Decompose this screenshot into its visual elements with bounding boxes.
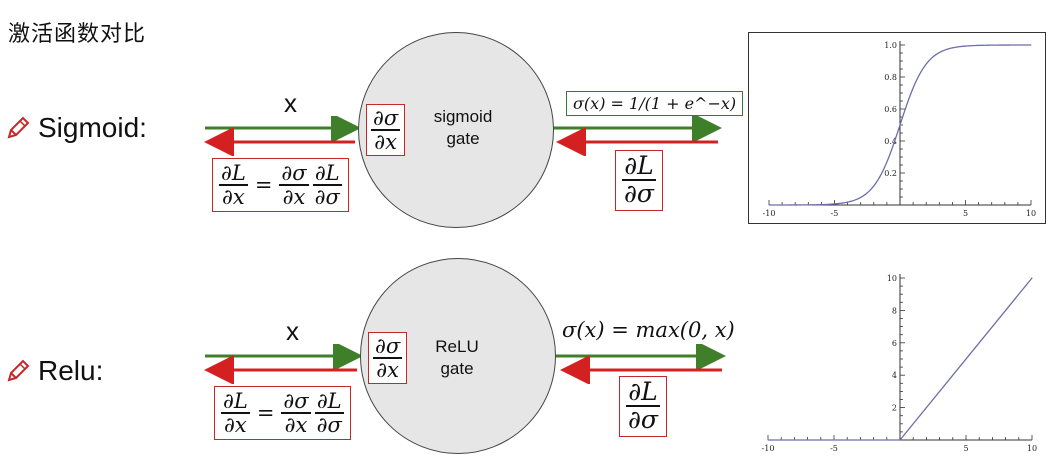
data-point: [767, 439, 769, 441]
data-point: [1031, 277, 1033, 279]
chain-rule-box: ∂L∂x = ∂σ∂x ∂L∂σ: [214, 386, 351, 441]
y-tick-label: 0.6: [884, 105, 897, 114]
upstream-gradient-box: ∂L∂σ: [615, 150, 663, 211]
arrows-sigmoid: [204, 116, 722, 156]
chain-a-num: ∂σ: [281, 389, 311, 415]
row-label-text: Relu:: [38, 355, 104, 386]
data-point: [1004, 44, 1006, 46]
chain-b-num: ∂L: [314, 389, 344, 415]
chain-equals: =: [254, 173, 273, 198]
y-tick-label: 8: [892, 306, 897, 315]
x-tick-label: 5: [963, 209, 968, 218]
y-tick-label: 2: [892, 404, 897, 413]
data-point: [964, 45, 967, 47]
sigmoid-plot-frame: -10 -5 5 10 0.2 0.4 0.6 0.8 1.0: [748, 32, 1046, 224]
forward-formula-text: σ(x) = max(0, x): [562, 318, 735, 342]
local-gradient-box: ∂σ∂x: [368, 332, 408, 385]
local-grad-num: ∂σ: [371, 106, 401, 132]
data-point: [794, 204, 796, 206]
upstream-gradient-box: ∂L∂σ: [619, 376, 667, 437]
chain-lhs-num: ∂L: [221, 389, 250, 415]
input-label: x: [284, 88, 297, 118]
chain-equals: =: [256, 401, 275, 426]
page-title: 激活函数对比: [8, 22, 147, 47]
gate-label: ReLU gate: [402, 336, 512, 380]
upstream-grad-den: ∂σ: [628, 405, 658, 435]
row-label-text: Sigmoid:: [38, 112, 147, 143]
chain-b-num: ∂L: [312, 161, 342, 187]
data-point: [820, 204, 822, 206]
data-point: [938, 51, 940, 54]
forward-formula-box: σ(x) = 1/(1 + e^−x): [566, 91, 744, 116]
y-tick-label: 1.0: [884, 41, 897, 50]
row-label-relu: Relu:: [4, 355, 103, 387]
row-label-sigmoid: Sigmoid:: [4, 112, 147, 144]
data-point: [1030, 44, 1032, 46]
chain-b-den: ∂σ: [314, 185, 340, 210]
chain-lhs-num: ∂L: [219, 161, 248, 187]
pencil-icon: [7, 116, 30, 139]
chain-a-den: ∂x: [282, 185, 306, 210]
gate-label: sigmoid gate: [408, 106, 518, 150]
data-point: [847, 201, 849, 203]
x-tick-label: 5: [963, 444, 968, 453]
data-point: [912, 87, 914, 89]
upstream-grad-num: ∂L: [626, 377, 660, 408]
y-tick-label: 0.2: [884, 169, 897, 178]
arrows-relu: [204, 344, 726, 384]
x-tick-label: -10: [763, 209, 776, 218]
y-tick-label: 0.8: [884, 73, 897, 82]
chain-lhs-den: ∂x: [222, 185, 245, 210]
forward-formula: σ(x) = max(0, x): [562, 318, 735, 342]
data-point: [951, 47, 953, 49]
chain-a-num: ∂σ: [279, 161, 309, 187]
data-point: [833, 203, 836, 205]
forward-formula: σ(x) = 1/(1 + e^−x): [573, 94, 737, 113]
gate-label-line2: gate: [440, 359, 474, 378]
data-point: [768, 204, 770, 206]
x-tick-label: -5: [830, 444, 838, 453]
relu-plot-frame: -10 -5 5 10 2 4 6 8 10: [760, 266, 1046, 462]
y-tick-label: 0.4: [884, 137, 897, 146]
data-point: [899, 439, 901, 441]
data-point: [978, 44, 980, 46]
y-tick-label: 10: [887, 274, 897, 283]
upstream-grad-den: ∂σ: [624, 179, 654, 209]
gate-label-line2: gate: [446, 129, 480, 148]
data-point: [860, 196, 862, 199]
sigmoid-chart: -10 -5 5 10 0.2 0.4 0.6 0.8 1.0: [763, 41, 1036, 218]
local-grad-den: ∂x: [376, 358, 399, 383]
x-tick-label: 10: [1026, 209, 1036, 218]
chain-a-den: ∂x: [284, 413, 308, 438]
local-grad-den: ∂x: [374, 130, 397, 155]
data-point: [925, 63, 927, 65]
local-gradient-box: ∂σ∂x: [366, 104, 406, 157]
chain-rule-box: ∂L∂x = ∂σ∂x ∂L∂σ: [212, 158, 349, 213]
upstream-grad-num: ∂L: [622, 151, 656, 182]
local-grad-num: ∂σ: [373, 334, 403, 360]
relu-chart: -10 -5 5 10 2 4 6 8 10: [762, 274, 1037, 453]
x-tick-label: 10: [1027, 444, 1037, 453]
gate-label-line1: sigmoid: [433, 107, 493, 126]
gate-label-line1: ReLU: [435, 337, 479, 356]
input-label: x: [286, 316, 299, 346]
chain-b-den: ∂σ: [316, 413, 342, 438]
x-tick-label: -5: [831, 209, 839, 218]
y-tick-label: 4: [892, 371, 897, 380]
chain-lhs-den: ∂x: [224, 413, 247, 438]
y-tick-label: 6: [892, 339, 897, 348]
data-point: [899, 124, 901, 126]
data-point: [873, 185, 875, 187]
data-point: [886, 161, 888, 163]
pencil-icon: [7, 359, 30, 382]
x-tick-label: -10: [762, 444, 775, 453]
